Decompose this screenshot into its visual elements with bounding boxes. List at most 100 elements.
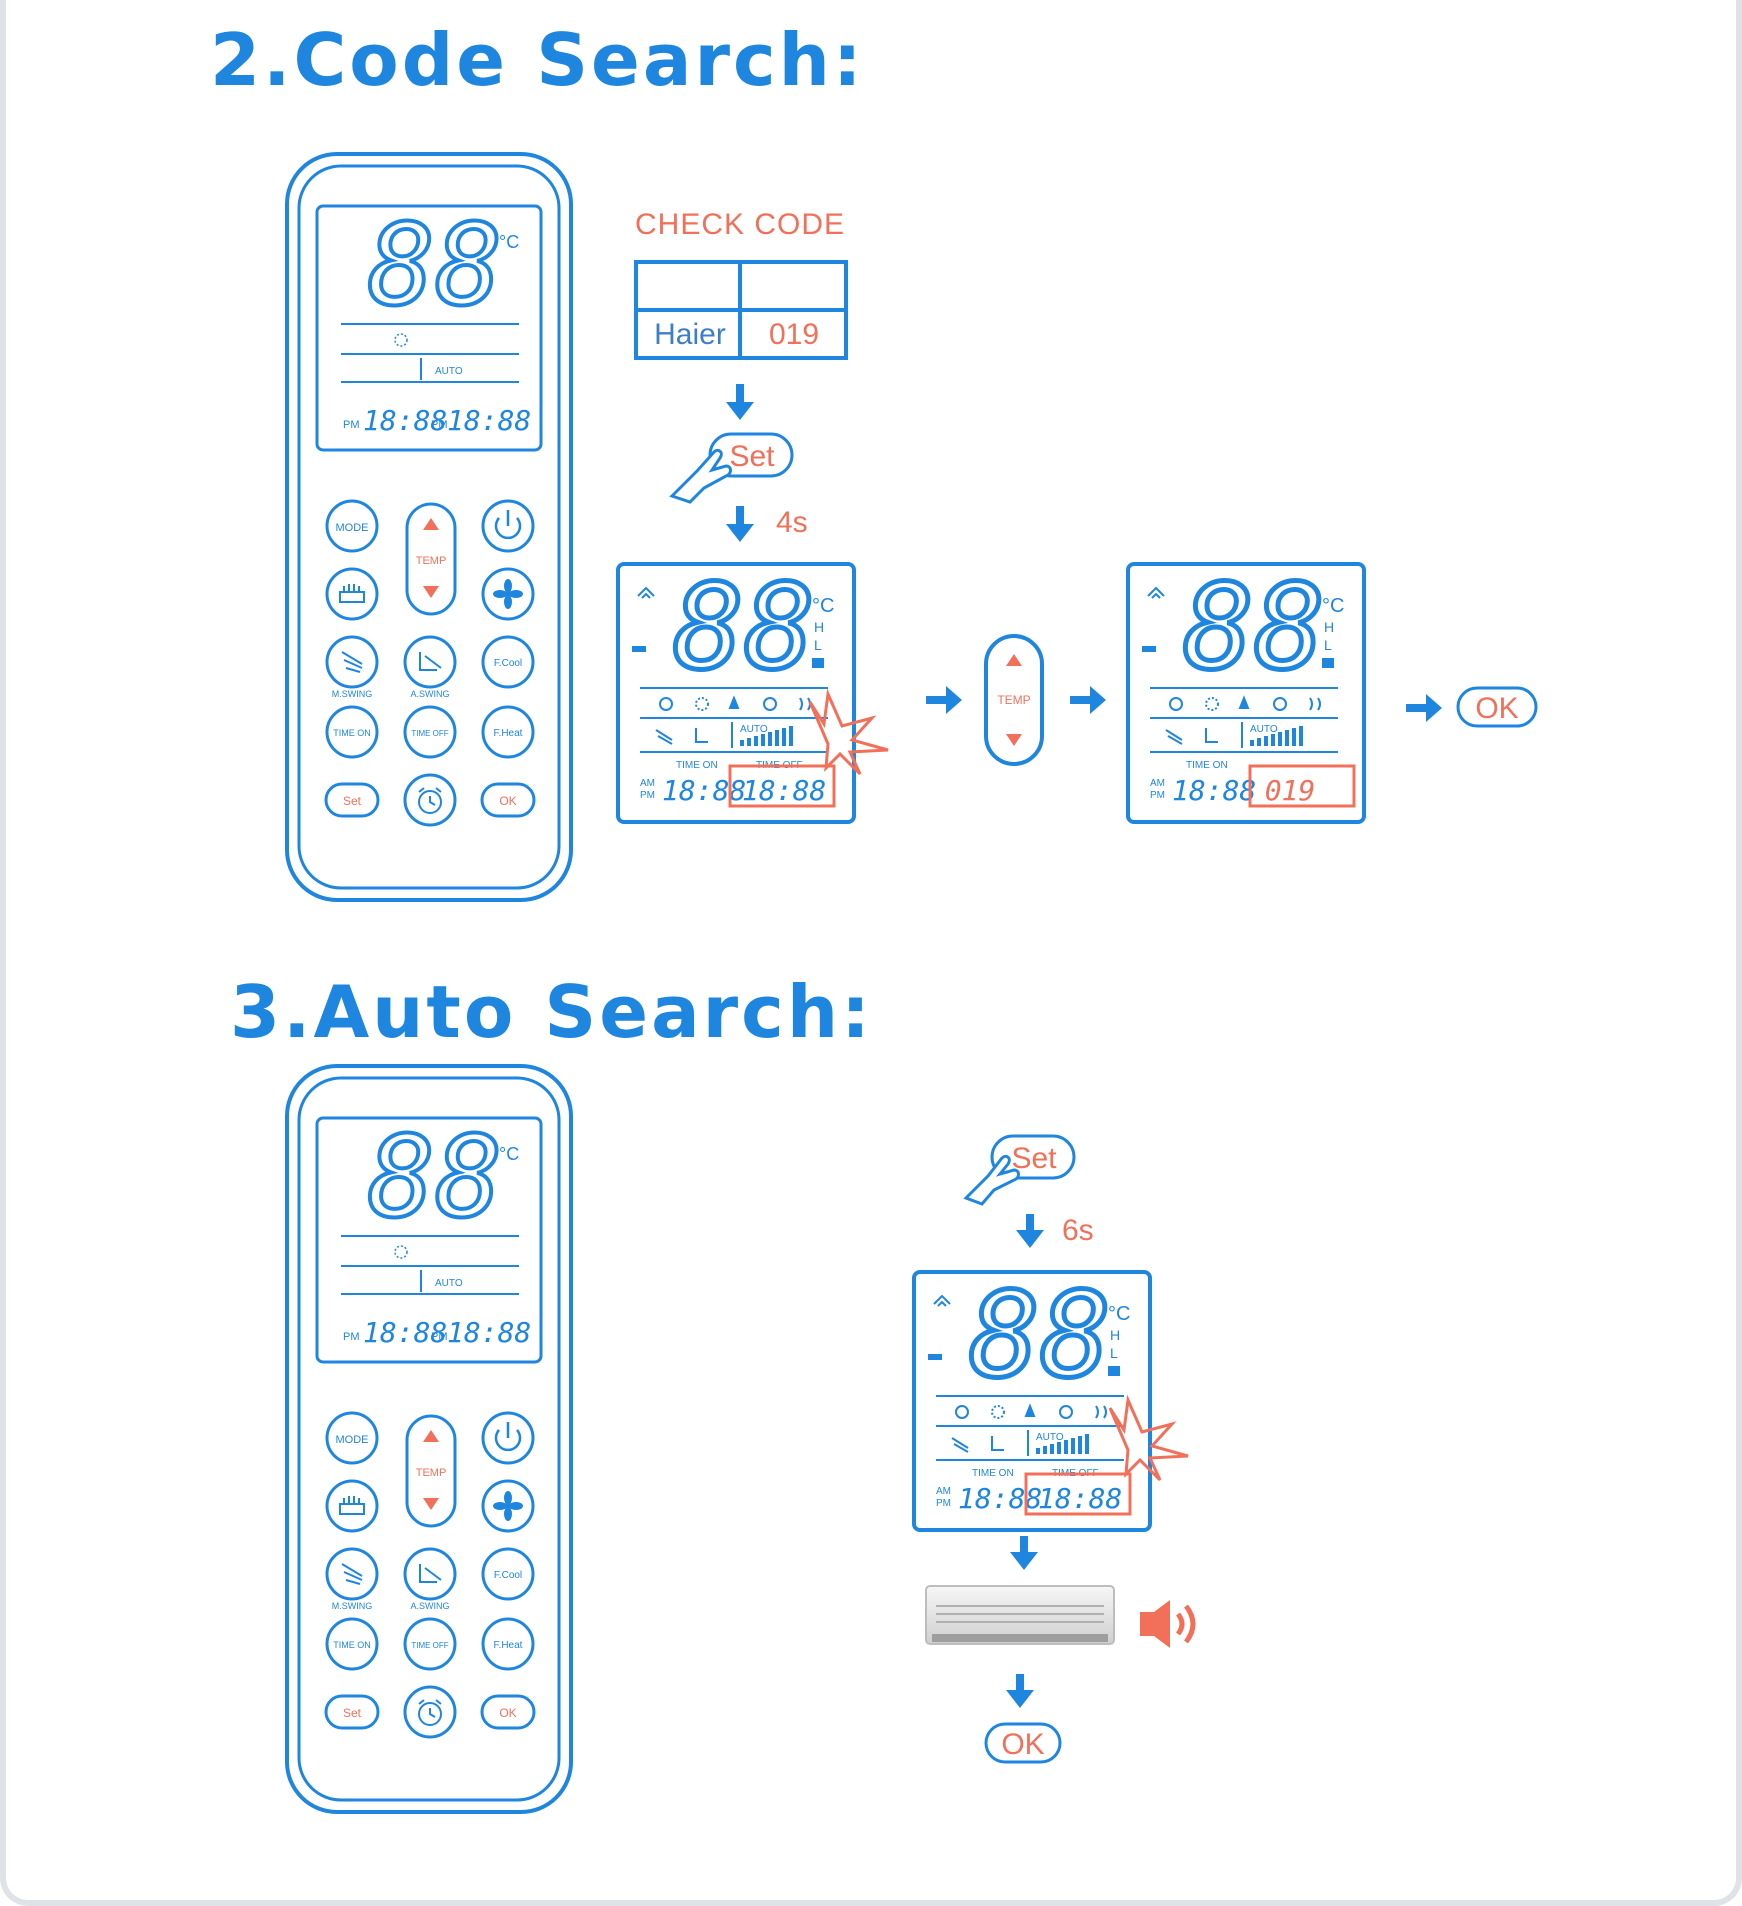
temp-label: TEMP [997, 693, 1030, 707]
svg-text:18:88: 18:88 [958, 1482, 1042, 1515]
fheat-button[interactable]: F.Heat [494, 1640, 523, 1651]
remote-digits: 88 [368, 1113, 503, 1243]
manual-swing-icon[interactable] [341, 1563, 363, 1585]
svg-text:H: H [814, 619, 824, 635]
remote-clock-right: 18:88 [447, 1316, 531, 1349]
time-on-button[interactable]: TIME ON [333, 1640, 371, 1650]
svg-text:OK: OK [1475, 692, 1518, 725]
svg-text:AUTO: AUTO [1036, 1432, 1064, 1443]
hand-pointer-icon [669, 448, 732, 504]
set-button[interactable]: Set [343, 794, 362, 808]
hold-time-4s: 4s [776, 506, 808, 539]
svg-text:AUTO: AUTO [740, 724, 768, 735]
ok-button[interactable]: OK [499, 794, 516, 808]
check-code-table [634, 260, 848, 360]
set-button-label[interactable]: Set [1011, 1142, 1057, 1175]
fan-icon[interactable] [493, 1491, 523, 1521]
lcd-panel-result: 88 °C H L AUTO TIME ON AM PM 18:88 019 [1126, 556, 1366, 824]
svg-text:H: H [1110, 1327, 1120, 1343]
temp-adjust-button[interactable]: TEMP [982, 632, 1046, 768]
section-title-code-search: 2.Code Search: [210, 18, 865, 102]
svg-text:TIME ON: TIME ON [676, 760, 718, 771]
remote-mode-auto: AUTO [435, 1278, 463, 1289]
time-off-button[interactable]: TIME OFF [411, 729, 448, 738]
remote-clock-right: 18:88 [447, 404, 531, 437]
press-set-step-auto: Set [963, 1134, 1076, 1206]
mode-button[interactable]: MODE [336, 522, 369, 534]
ok-confirm-code-search[interactable]: OK [1456, 686, 1540, 730]
heater-icon[interactable] [339, 584, 365, 603]
hand-pointer-icon [963, 1154, 1020, 1206]
remote-mode-auto: AUTO [435, 366, 463, 377]
svg-text:PM: PM [1150, 790, 1165, 801]
manual-swing-icon[interactable] [341, 651, 363, 673]
flash-burst-icon [808, 688, 889, 776]
auto-swing-icon[interactable] [419, 1564, 442, 1583]
fan-icon[interactable] [493, 579, 523, 609]
svg-text:L: L [1324, 637, 1332, 653]
svg-text:18:88: 18:88 [742, 774, 826, 807]
remote-digits: 88 [368, 201, 503, 331]
svg-text:H: H [1324, 619, 1334, 635]
svg-text:°C: °C [1322, 595, 1344, 617]
svg-text:PM: PM [936, 1498, 951, 1509]
check-code-label: CHECK CODE [634, 208, 846, 241]
svg-text:TIME ON: TIME ON [972, 1468, 1014, 1479]
alarm-clock-icon[interactable] [418, 1699, 442, 1726]
section-title-auto-search: 3.Auto Search: [230, 970, 873, 1054]
set-button-label[interactable]: Set [729, 440, 775, 473]
time-on-button[interactable]: TIME ON [333, 728, 371, 738]
aswing-label: A.SWING [410, 689, 449, 699]
time-off-button[interactable]: TIME OFF [411, 1641, 448, 1650]
svg-text:AUTO: AUTO [1250, 724, 1278, 735]
svg-text:TIME ON: TIME ON [1186, 760, 1228, 771]
svg-text:L: L [814, 637, 822, 653]
remote-unit: °C [499, 232, 519, 252]
svg-text:AM: AM [1150, 778, 1165, 789]
svg-text:PM: PM [343, 419, 360, 431]
aswing-label: A.SWING [410, 1601, 449, 1611]
svg-text:18:88: 18:88 [1038, 1482, 1122, 1515]
mswing-label: M.SWING [332, 689, 373, 699]
power-icon[interactable] [494, 510, 522, 540]
svg-text:AM: AM [936, 1486, 951, 1497]
heater-icon[interactable] [339, 1496, 365, 1515]
brand-cell: Haier [654, 318, 726, 351]
svg-text:PM: PM [431, 1331, 448, 1343]
remote-unit: °C [499, 1144, 519, 1164]
svg-text:L: L [1110, 1345, 1118, 1361]
svg-text:OK: OK [1001, 1728, 1044, 1761]
svg-text:18:88: 18:88 [1172, 774, 1256, 807]
auto-swing-icon[interactable] [419, 652, 442, 671]
air-conditioner-unit [925, 1585, 1115, 1645]
svg-text:18:88: 18:88 [662, 774, 746, 807]
ok-button[interactable]: OK [499, 1706, 516, 1720]
remote-clock-left: 18:88 [363, 404, 447, 437]
power-icon[interactable] [494, 1422, 522, 1452]
svg-text:PM: PM [343, 1331, 360, 1343]
lcd-panel-auto: 88 °C H L AUTO TIME ON TIME OFF AM PM 18… [912, 1264, 1152, 1532]
hold-time-6s: 6s [1062, 1214, 1094, 1247]
temp-button[interactable]: TEMP [416, 1467, 447, 1479]
mswing-label: M.SWING [332, 1601, 373, 1611]
fcool-button[interactable]: F.Cool [494, 1570, 522, 1581]
fheat-button[interactable]: F.Heat [494, 728, 523, 739]
svg-text:°C: °C [1108, 1303, 1130, 1325]
lcd-unit: °C [812, 595, 834, 617]
remote-clock-left: 18:88 [363, 1316, 447, 1349]
fcool-button[interactable]: F.Cool [494, 658, 522, 669]
svg-text:88: 88 [969, 1266, 1111, 1404]
press-set-step: Set [669, 432, 794, 504]
svg-text:PM: PM [640, 790, 655, 801]
temp-button[interactable]: TEMP [416, 555, 447, 567]
alarm-clock-icon[interactable] [418, 787, 442, 814]
result-code: 019 [1265, 774, 1316, 807]
code-cell: 019 [768, 318, 820, 351]
speaker-sound-icon [1140, 1600, 1196, 1648]
mode-button[interactable]: MODE [336, 1434, 369, 1446]
svg-text:PM: PM [431, 419, 448, 431]
ok-confirm-auto-search[interactable]: OK [984, 1722, 1064, 1766]
set-button[interactable]: Set [343, 1706, 362, 1720]
